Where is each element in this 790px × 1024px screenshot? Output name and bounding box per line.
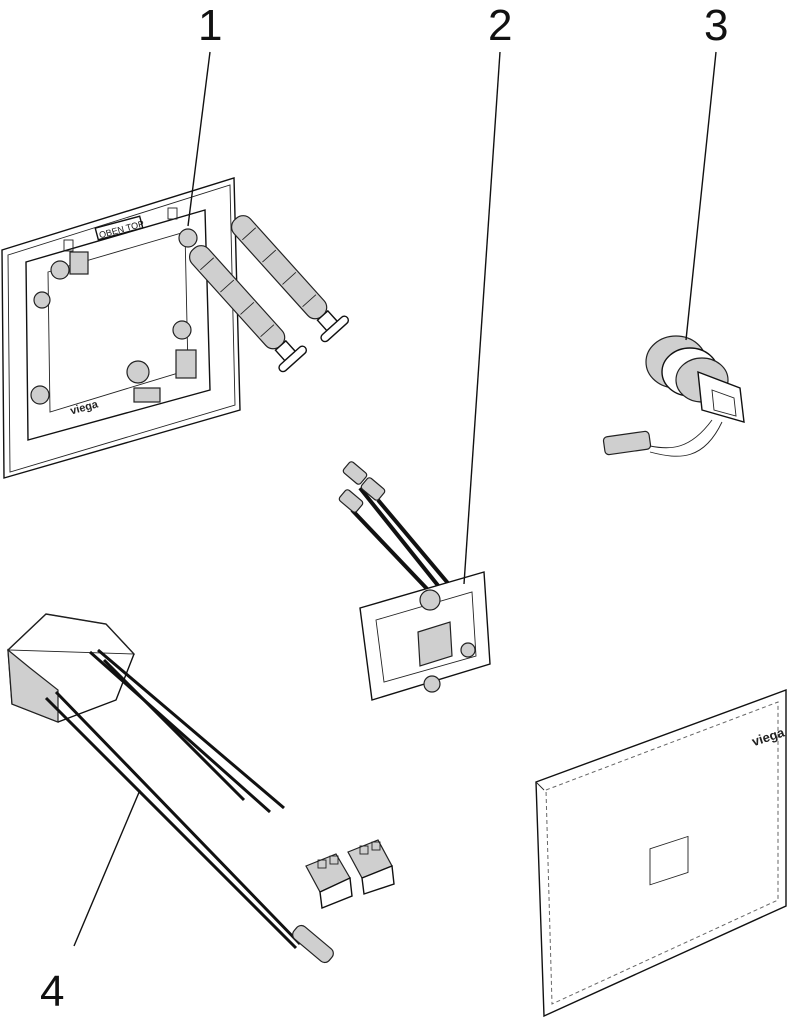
callout-4: 4 <box>40 967 64 1016</box>
callout-1: 1 <box>198 1 222 50</box>
callout-2: 2 <box>488 1 512 50</box>
terminal-connectors <box>305 839 395 909</box>
sensor-connector <box>602 335 745 457</box>
fixing-screws <box>189 215 350 373</box>
electronics-module <box>338 461 491 701</box>
cover-plate: viega <box>535 688 787 1018</box>
callout-3: 3 <box>704 1 728 50</box>
power-supply-unit <box>6 613 334 964</box>
mounting-frame: OBEN TOP viega <box>1 177 241 479</box>
